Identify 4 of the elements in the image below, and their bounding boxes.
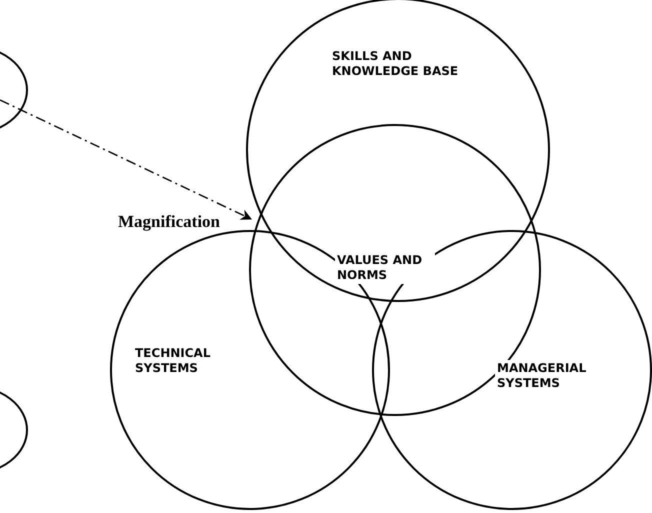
circle-label: VALUES AND NORMS xyxy=(335,252,435,284)
circle-node xyxy=(110,230,390,510)
arrow xyxy=(0,99,252,220)
edge-label: Magnification xyxy=(118,212,220,232)
